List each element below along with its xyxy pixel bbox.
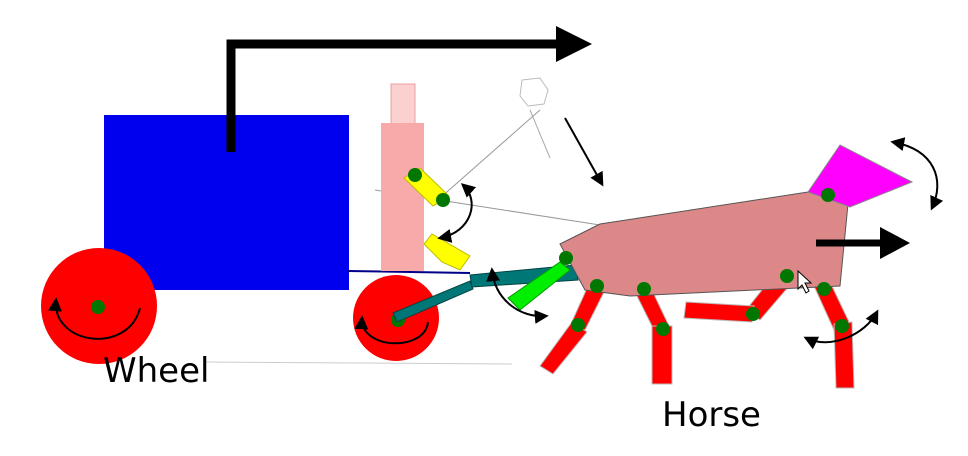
cart-shaft (392, 280, 474, 323)
driver-body (381, 123, 424, 271)
figure-outline-sketch (519, 77, 549, 107)
horse-leg-front-lower (683, 301, 755, 323)
horse-label: Horse (662, 395, 761, 435)
driver-shoulder-joint (408, 168, 422, 182)
front-knee-joint (746, 307, 760, 321)
cart-motion-arrow (226, 39, 560, 152)
neck-joint (821, 188, 835, 202)
back2-hip-joint (637, 282, 651, 296)
horse-arm-joint (559, 251, 573, 265)
head-rotation-icon (890, 137, 944, 211)
driver-lower-arm (423, 233, 471, 271)
back-knee-joint (571, 318, 585, 332)
string-guide-line-3 (529, 109, 551, 159)
wheel-label: Wheel (103, 351, 210, 391)
rear-wheel-joint (91, 300, 105, 314)
rear-wheel-rotation-icon (48, 297, 141, 340)
string-guide-line-2 (439, 109, 541, 199)
back2-knee-joint (656, 322, 670, 336)
horse-arm-rotation-icon (486, 267, 549, 324)
pull-direction-arrow (564, 117, 604, 187)
front2-knee-joint (835, 319, 849, 333)
front-wheel-rotation-icon (354, 315, 429, 345)
cart-motion-arrowhead (556, 26, 592, 62)
driver-shoulder-rotation-icon (437, 183, 477, 243)
back-hip-joint (590, 279, 604, 293)
horse-motion-arrowhead (880, 227, 910, 259)
ground-guide-line (204, 361, 513, 365)
front-knee-rotation-icon (803, 309, 879, 350)
cursor-icon (797, 269, 813, 294)
front-hip-joint (780, 269, 794, 283)
cart-rail (347, 270, 471, 274)
driver-elbow-joint (436, 193, 450, 207)
front2-hip-joint (817, 282, 831, 296)
driver-head (390, 83, 416, 125)
